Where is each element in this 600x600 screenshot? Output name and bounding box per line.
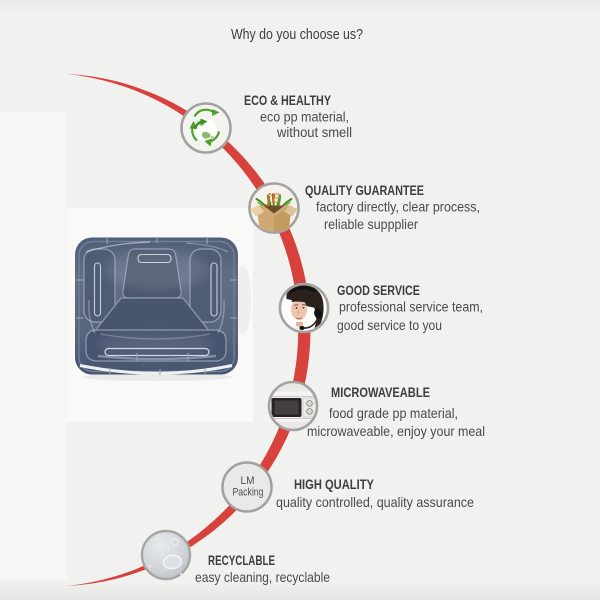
svg-text:MICROWAVEABLE: MICROWAVEABLE bbox=[331, 384, 430, 400]
svg-text:RECYCLABLE: RECYCLABLE bbox=[208, 552, 275, 568]
svg-text:Why do you choose us?: Why do you choose us? bbox=[231, 26, 363, 43]
svg-text:good service to you: good service to you bbox=[337, 317, 442, 333]
svg-text:without smell: without smell bbox=[276, 124, 352, 140]
svg-text:Packing: Packing bbox=[233, 487, 264, 499]
svg-text:LM: LM bbox=[241, 475, 255, 487]
svg-text:jE: jE bbox=[265, 192, 280, 207]
svg-text:HIGH QUALITY: HIGH QUALITY bbox=[294, 476, 375, 492]
svg-text:professional service team,: professional service team, bbox=[339, 299, 483, 315]
svg-text:factory directly, clear proces: factory directly, clear process, bbox=[316, 199, 480, 215]
svg-text:microwaveable, enjoy your meal: microwaveable, enjoy your meal bbox=[307, 423, 485, 439]
svg-text:food grade pp material,: food grade pp material, bbox=[329, 405, 458, 421]
svg-text:GOOD SERVICE: GOOD SERVICE bbox=[337, 282, 420, 298]
svg-text:easy cleaning, recyclable: easy cleaning, recyclable bbox=[195, 569, 330, 585]
svg-text:QUALITY GUARANTEE: QUALITY GUARANTEE bbox=[305, 182, 424, 198]
svg-text:ECO & HEALTHY: ECO & HEALTHY bbox=[244, 92, 331, 108]
svg-text:eco pp material,: eco pp material, bbox=[260, 109, 349, 125]
svg-text:quality controlled, quality as: quality controlled, quality assurance bbox=[276, 494, 474, 510]
svg-text:reliable suppplier: reliable suppplier bbox=[324, 216, 418, 232]
